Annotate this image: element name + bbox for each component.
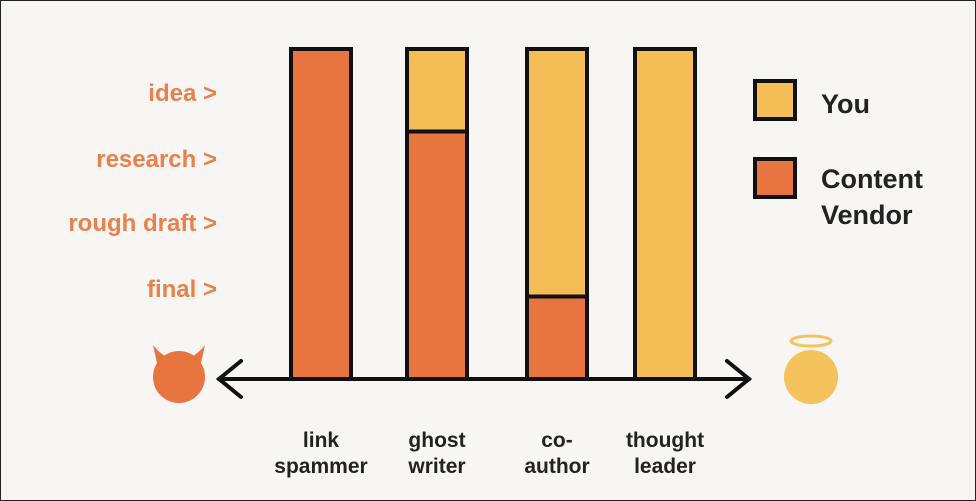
legend-swatch-you (753, 79, 797, 121)
category-label: spammer (274, 455, 367, 478)
legend-vendor-2: Vendor (821, 200, 913, 230)
legend: You Content Vendor (753, 79, 923, 230)
angel-icon (784, 334, 838, 404)
bar-vendor (527, 296, 587, 379)
legend-vendor-1: Content (821, 164, 923, 194)
category-label: co- (541, 429, 573, 452)
stage-label: final > (147, 276, 217, 303)
legend-swatch-vendor (753, 157, 797, 199)
bar-you (527, 49, 587, 297)
category-label: leader (634, 455, 696, 478)
category-label: writer (407, 455, 465, 478)
stage-label: research > (96, 146, 217, 173)
bar-vendor (407, 131, 467, 379)
bar-you (407, 49, 467, 132)
category-label: link (303, 429, 339, 452)
category-label: thought (626, 429, 704, 452)
bar-vendor (291, 49, 351, 379)
legend-you: You (821, 89, 870, 119)
devil-icon (153, 345, 205, 403)
bar-you (635, 49, 695, 379)
stage-label: idea > (148, 80, 217, 107)
axis-arrow (215, 359, 753, 399)
category-label: author (524, 455, 589, 478)
category-label: ghost (408, 429, 465, 452)
stage-label: rough draft > (68, 210, 217, 237)
